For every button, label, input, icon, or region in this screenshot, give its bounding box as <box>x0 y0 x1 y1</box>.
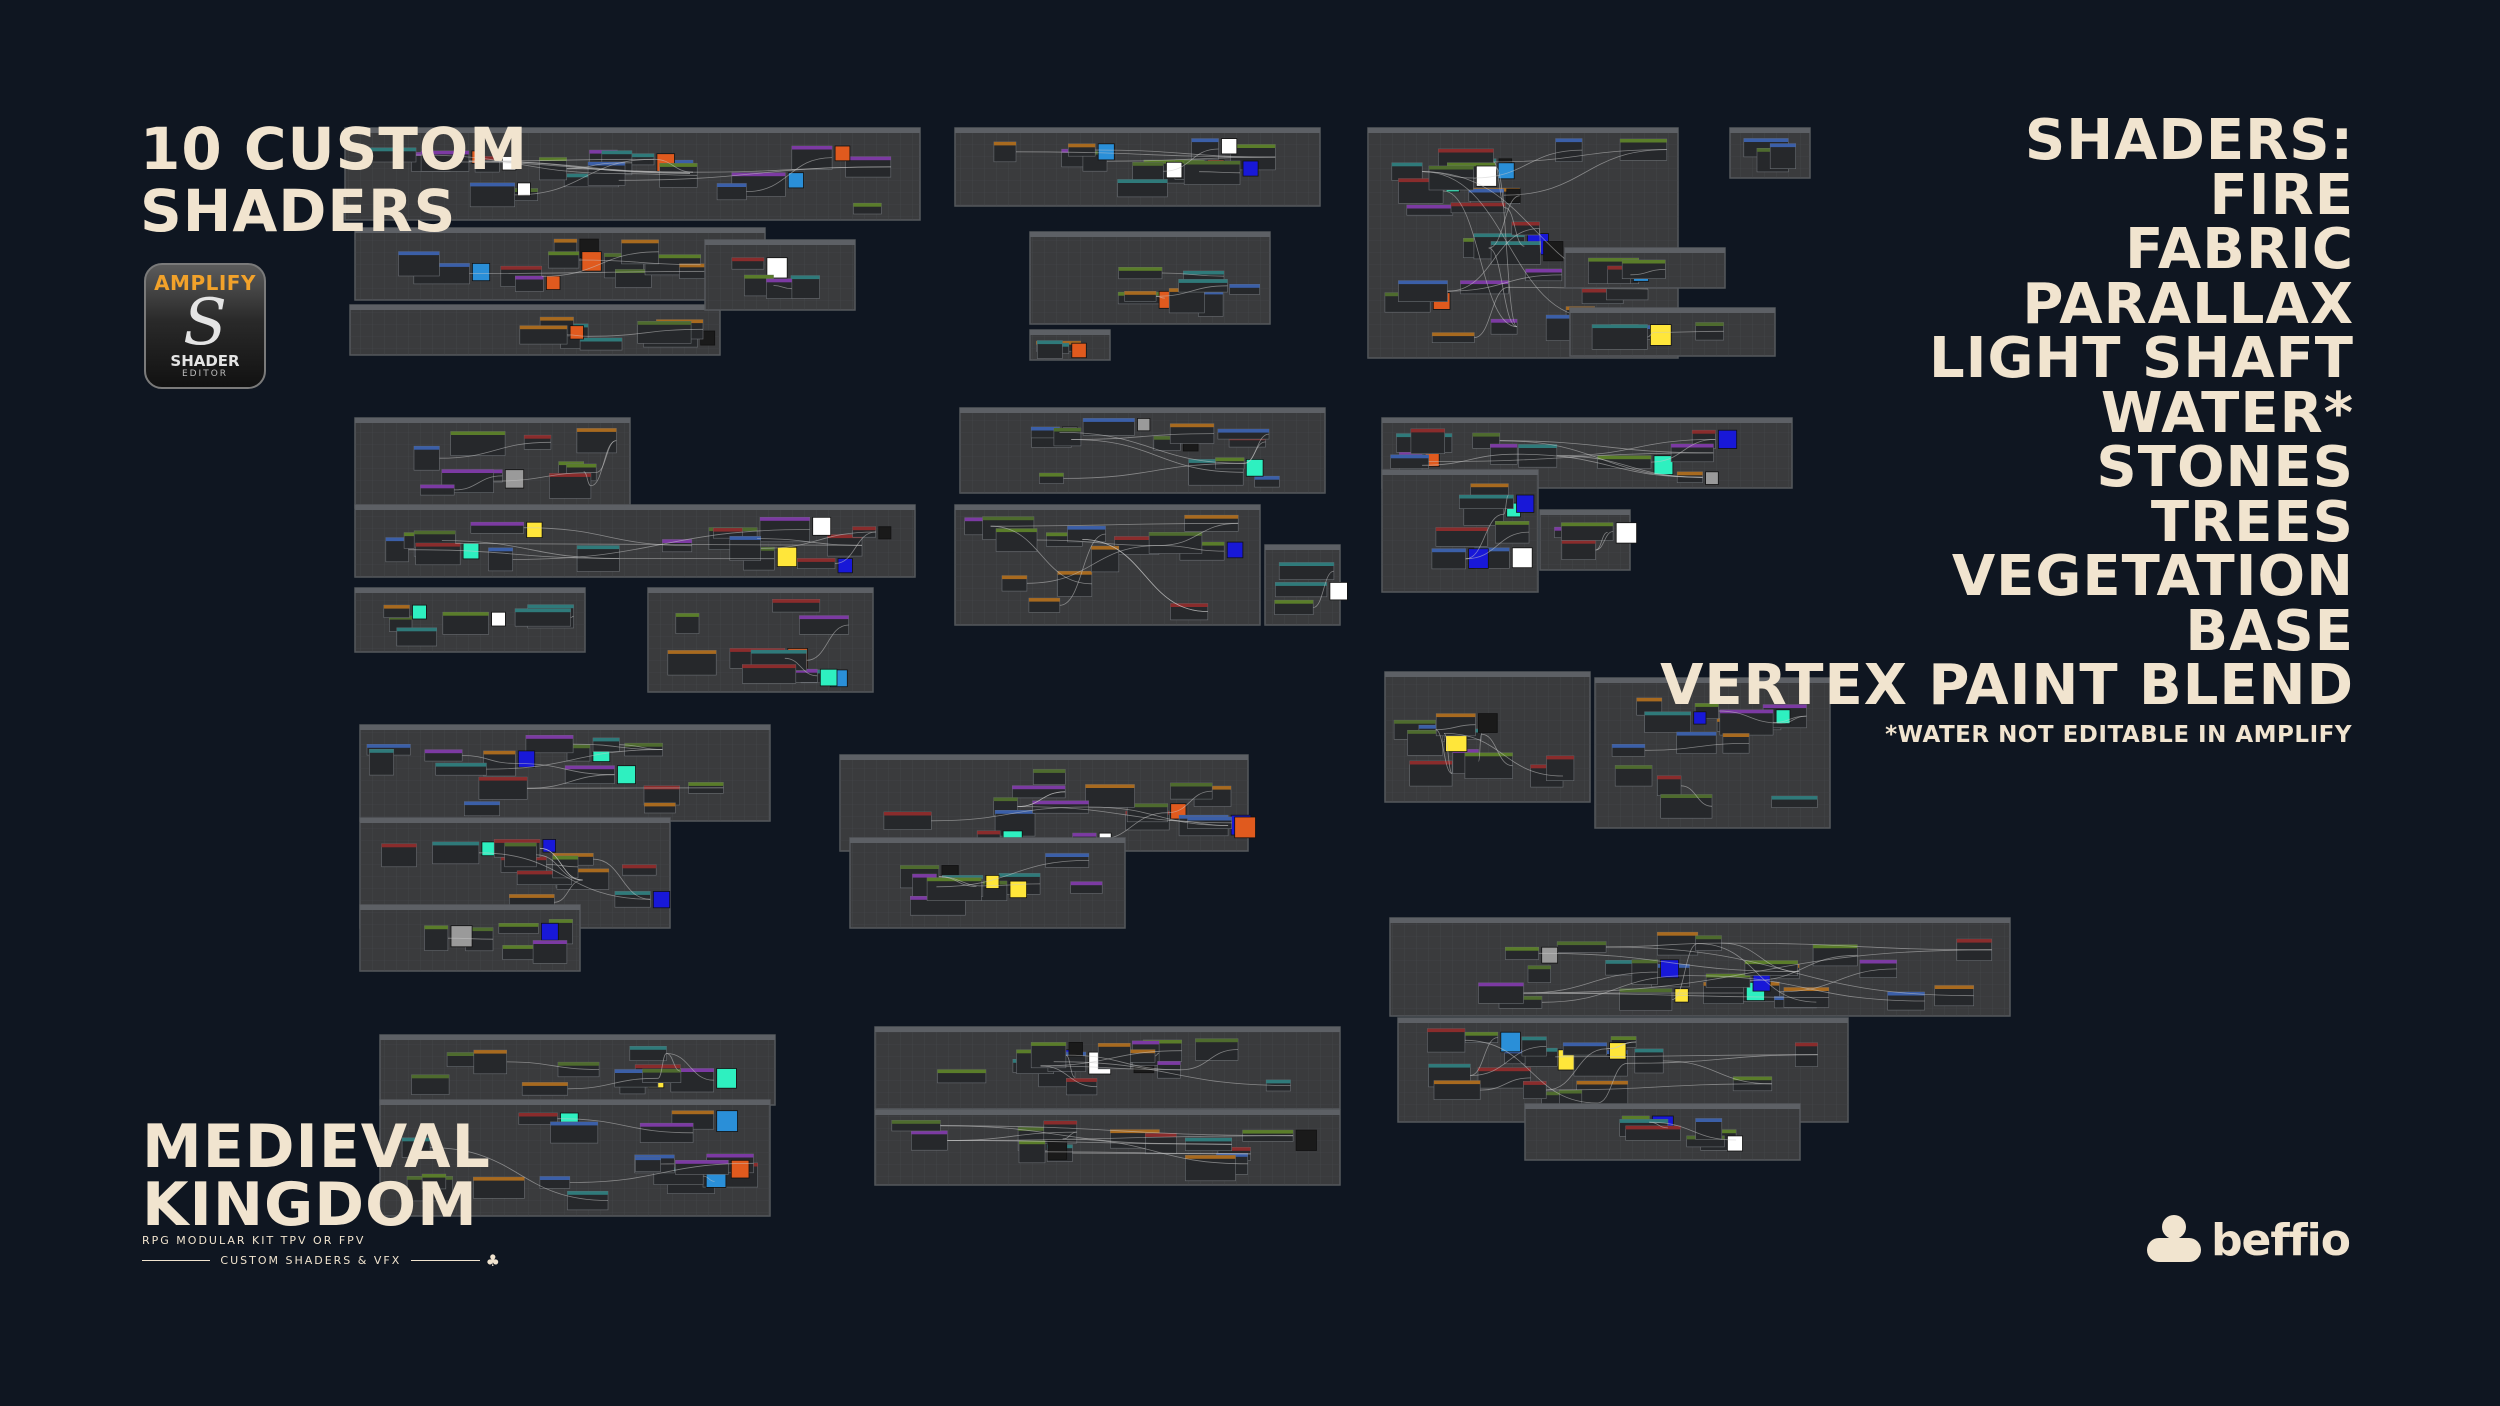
beffio-logo-icon <box>2147 1215 2202 1262</box>
shader-list: SHADERS: FIRE FABRIC PARALLAX LIGHT SHAF… <box>1660 108 2354 718</box>
node-graph-panel <box>1367 127 1686 359</box>
shader-item: FABRIC <box>2125 217 2354 282</box>
water-footnote: *WATER NOT EDITABLE IN AMPLIFY <box>1885 722 2352 748</box>
tagline-row: CUSTOM SHADERS & VFX ♣ <box>142 1251 502 1270</box>
node-graph-panel <box>354 504 916 578</box>
headline: 10 CUSTOM SHADERS <box>140 118 528 242</box>
shader-item: WATER* <box>2100 380 2354 446</box>
shader-item: FIRE <box>2209 162 2354 228</box>
node-graph-panel <box>874 1109 1341 1186</box>
amplify-logo-top: AMPLIFY <box>154 271 256 295</box>
node-graph-panel <box>704 239 856 311</box>
node-graph-panel <box>647 587 874 693</box>
node-graph-panel <box>354 417 631 509</box>
node-graph-panel <box>1569 307 1776 357</box>
game-title: MEDIEVAL KINGDOM <box>142 1112 491 1240</box>
node-graph-panel <box>354 227 766 301</box>
amplify-logo-line-2: EDITOR <box>181 369 229 379</box>
shader-item: LIGHT SHAFT <box>1928 326 2354 391</box>
amplify-logo-line-1: SHADER <box>170 352 240 370</box>
shader-item: BASE <box>2185 598 2354 664</box>
shader-item: VERTEX PAINT BLEND <box>1660 653 2354 718</box>
shader-item: PARALLAX <box>2022 271 2354 337</box>
amplify-logo-glyph: S <box>183 286 227 360</box>
amplify-shader-editor-logo: AMPLIFY S SHADER EDITOR <box>144 263 266 389</box>
node-graph-panel <box>354 587 586 653</box>
node-graph-panel <box>849 837 1126 929</box>
game-title-line-2: KINGDOM <box>142 1170 478 1240</box>
node-graph-panel <box>1389 917 2011 1017</box>
shader-list-heading: SHADERS: <box>2024 108 2354 173</box>
node-graph-panel <box>359 724 771 822</box>
node-graph-panel <box>1384 671 1591 803</box>
node-graph-panel <box>349 304 721 356</box>
game-subtitle: RPG MODULAR KIT TPV OR FPV <box>142 1234 366 1247</box>
node-graph-panel <box>1381 469 1539 593</box>
tagline-rule-left <box>142 1260 211 1261</box>
node-graph-panel <box>1264 544 1348 626</box>
game-tagline: CUSTOM SHADERS & VFX <box>220 1254 402 1267</box>
node-graph-panel <box>1029 329 1111 361</box>
beffio-logo: beffio <box>2145 1214 2351 1266</box>
node-graph-panel <box>1564 247 1726 289</box>
shader-item: TREES <box>2150 489 2354 555</box>
tagline-rule-right <box>411 1260 480 1261</box>
node-graph-panel <box>379 1099 771 1217</box>
node-graph-panel <box>874 1026 1341 1110</box>
shader-item: VEGETATION <box>1951 544 2354 609</box>
game-title-line-1: MEDIEVAL <box>142 1112 491 1182</box>
headline-line-2: SHADERS <box>140 177 457 245</box>
node-graph-panel <box>959 407 1326 494</box>
node-graph-panel <box>1539 509 1637 571</box>
shader-item: STONES <box>2096 435 2354 500</box>
beffio-wordmark: beffio <box>2211 1214 2351 1266</box>
node-graph-panel <box>954 127 1321 207</box>
node-graph-panel <box>359 904 581 972</box>
node-graph-panel <box>839 754 1256 852</box>
node-graph-panel <box>1729 127 1811 179</box>
node-graph-panel <box>379 1034 776 1106</box>
headline-line-1: 10 CUSTOM <box>140 115 528 183</box>
game-subtitle-block: RPG MODULAR KIT TPV OR FPV CUSTOM SHADER… <box>142 1234 502 1270</box>
node-graph-panel <box>954 504 1261 626</box>
node-graph-panel <box>344 127 921 221</box>
node-graph-panel <box>1524 1103 1801 1161</box>
node-graph-panel <box>1594 677 1831 829</box>
node-graph-panel <box>1029 231 1271 325</box>
club-icon: ♣ <box>485 1251 502 1270</box>
